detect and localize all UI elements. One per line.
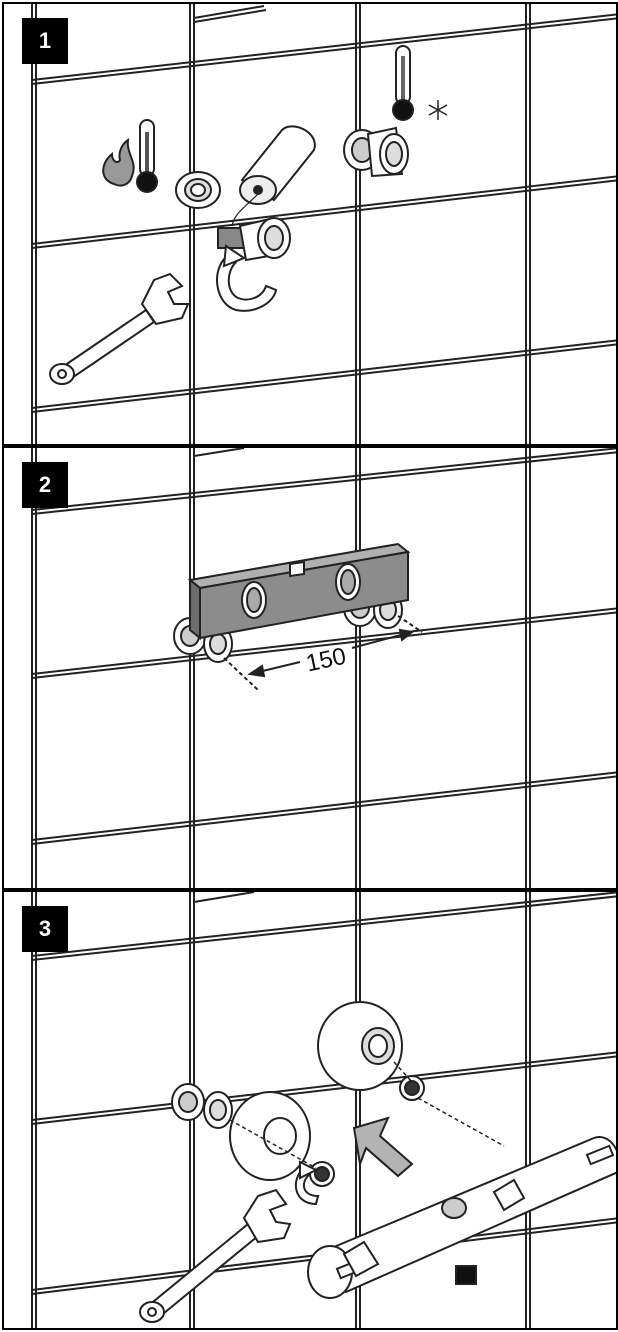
- rotate-arrow-icon: [216, 244, 278, 312]
- distance-label: 150: [304, 643, 349, 678]
- step-2-illustration: 150: [31, 448, 616, 888]
- flame-icon: [102, 137, 135, 187]
- thermostatic-mixer: [307, 1136, 616, 1299]
- wall-rosette-left: [175, 171, 221, 209]
- step-number-badge: 2: [22, 462, 68, 508]
- protective-cap: [231, 125, 316, 227]
- filter-screen-left: [309, 1161, 335, 1187]
- step-number-badge: 1: [22, 18, 68, 64]
- eccentric-connector: [217, 216, 291, 262]
- wrench-icon: [139, 1188, 292, 1323]
- cover-rosette-left: [229, 1091, 311, 1181]
- spirit-level-icon: [187, 542, 411, 641]
- step-3-panel: 3: [2, 890, 618, 1330]
- step-1-panel: 1: [2, 2, 618, 446]
- push-arrow-icon: [352, 1116, 414, 1178]
- thermometer-hot-icon: [136, 119, 158, 193]
- wall-connector-right: [343, 126, 409, 178]
- tile-grid: [31, 4, 616, 444]
- step-3-illustration: [31, 892, 616, 1328]
- wrench-icon: [49, 272, 190, 385]
- step-number-badge: 3: [22, 906, 68, 952]
- dimension-line: [223, 615, 423, 691]
- snowflake-icon: [428, 100, 448, 120]
- wall-connector-left: [171, 1083, 233, 1129]
- filter-screen-right: [399, 1075, 425, 1101]
- cover-rosette-right: [317, 1001, 403, 1091]
- rotate-arrow-icon: [295, 1160, 320, 1206]
- alignment-guides: [229, 1061, 505, 1169]
- thermometer-cold-icon: [392, 45, 414, 121]
- step-2-panel: 150 2: [2, 446, 618, 890]
- tile-grid: [31, 448, 616, 888]
- step-1-illustration: [31, 4, 616, 444]
